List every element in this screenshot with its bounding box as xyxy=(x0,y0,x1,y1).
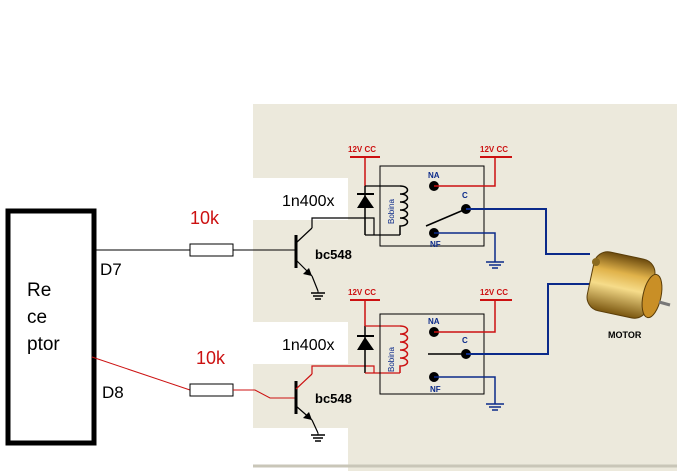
motor xyxy=(586,251,671,319)
supply-bottom-right-label: 12V CC xyxy=(480,288,508,297)
supply-bottom-left-label: 12V CC xyxy=(348,288,376,297)
receptor-block xyxy=(5,208,97,446)
motor-label: MOTOR xyxy=(608,330,642,340)
relay-bottom-na-label: NA xyxy=(428,317,440,326)
panel-mask-top xyxy=(253,178,348,220)
receptor-label-line-2: ce xyxy=(27,307,47,328)
panel-mask-mid xyxy=(253,322,348,364)
ground-bottom-transistor xyxy=(311,433,325,442)
resistor-bottom-label: 10k xyxy=(196,348,226,368)
ground-top-relay xyxy=(486,261,504,269)
resistor-bottom-to-base xyxy=(233,389,296,399)
d8-wire xyxy=(91,356,191,391)
transistor-bottom-label: bc548 xyxy=(315,391,352,406)
relay-top-box xyxy=(379,165,485,247)
relay-bottom-nf-wire xyxy=(434,376,496,404)
transistor-top xyxy=(294,217,375,292)
relay-bottom-c-label: C xyxy=(462,336,468,345)
receptor-label-line-3: ptor xyxy=(27,334,60,355)
relay-bottom-nf-label: NF xyxy=(430,385,441,394)
relay-top-nf-wire xyxy=(434,232,496,262)
supply-top-right-label: 12V CC xyxy=(480,145,508,154)
d8-label: D8 xyxy=(102,383,124,402)
relay-top-na-label: NA xyxy=(428,171,440,180)
ground-bottom-relay xyxy=(486,403,504,411)
receptor-label-line-1: Re xyxy=(27,280,51,301)
relay-top-na-wire xyxy=(434,157,496,187)
relay-top-c-to-motor xyxy=(466,208,590,255)
supply-top-left-label: 12V CC xyxy=(348,145,376,154)
panel-mask-bottom xyxy=(253,428,348,471)
relay-bottom-coil-label: Bobina xyxy=(387,347,396,372)
diode-top-label: 1n400x xyxy=(282,193,335,210)
resistor-top-label: 10k xyxy=(190,208,220,228)
ground-top-transistor xyxy=(311,291,325,300)
relay-top-coil xyxy=(399,185,409,235)
diode-top xyxy=(357,186,374,235)
relay-top-c-label: C xyxy=(462,191,468,200)
relay-top-switch-arm xyxy=(425,208,467,227)
diode-bottom-label: 1n400x xyxy=(282,337,335,354)
transistor-top-label: bc548 xyxy=(315,247,352,262)
transistor-bottom xyxy=(294,365,375,434)
relay-bottom-c-to-motor xyxy=(466,283,590,355)
d7-label: D7 xyxy=(100,260,122,279)
relay-bottom-na-wire xyxy=(434,300,496,333)
relay-top-coil-label: Bobina xyxy=(387,199,396,224)
resistor-top xyxy=(189,243,234,257)
relay-top-nf-label: NF xyxy=(430,240,441,249)
relay-bottom-coil xyxy=(399,325,409,373)
diode-bottom xyxy=(357,326,374,373)
resistor-bottom xyxy=(189,383,234,397)
